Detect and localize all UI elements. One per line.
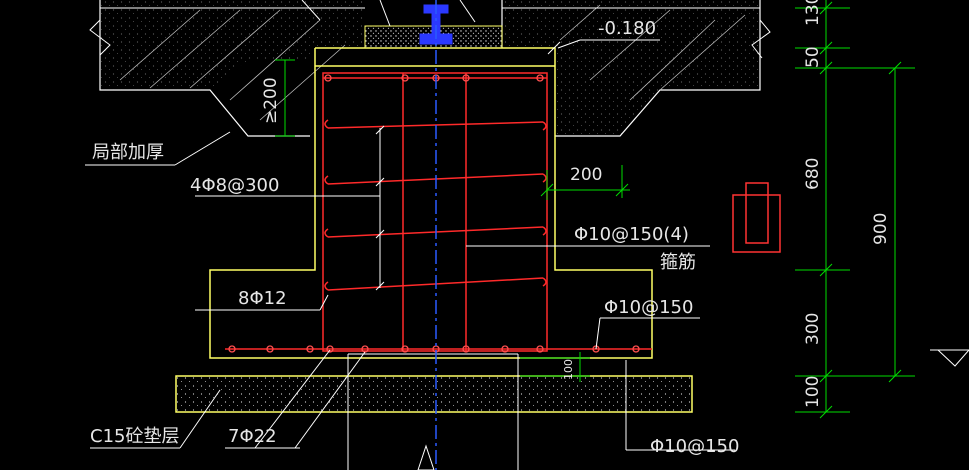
beam-outline [209,47,653,359]
dim-130: 130 [803,0,823,26]
label-bottom-bars: 7Φ22 [228,426,277,447]
slab-right [501,0,771,137]
dim-200-width: 200 [570,165,602,185]
label-elevation: -0.180 [598,18,656,39]
leader-lines [85,0,735,451]
c15-cushion-layer [175,375,693,413]
slope-dimension [275,59,295,137]
slab-left [89,0,365,137]
label-longitudinal: 8Φ12 [238,288,287,309]
right-elevation-mark [937,349,969,367]
label-stirrup-main: Φ10@150(4) [574,224,689,245]
dim-100: 100 [803,376,823,408]
stirrup-spacing-dims [375,125,385,291]
label-cushion: C15砼垫层 [90,426,179,447]
width-dimension [540,165,630,200]
pier-outline [347,353,519,470]
label-stirrup-spacing: 4Φ8@300 [190,175,279,196]
vertical-dimension-chain [795,0,915,419]
pad-dimension [520,352,590,382]
dim-50: 50 [803,46,823,68]
elevation-mark [547,39,660,55]
label-thicken: 局部加厚 [92,142,164,163]
label-stirrup-word: 箍筋 [660,252,696,273]
dim-900: 900 [871,213,891,245]
dim-slope-200: ≥200 [261,77,281,124]
label-mesh-top: Φ10@150 [604,297,693,318]
section-marker-icon [732,182,781,253]
label-mesh-bottom: Φ10@150 [650,436,739,457]
dim-pad-100: 100 [562,359,575,380]
dim-300: 300 [803,313,823,345]
dim-680: 680 [803,158,823,190]
